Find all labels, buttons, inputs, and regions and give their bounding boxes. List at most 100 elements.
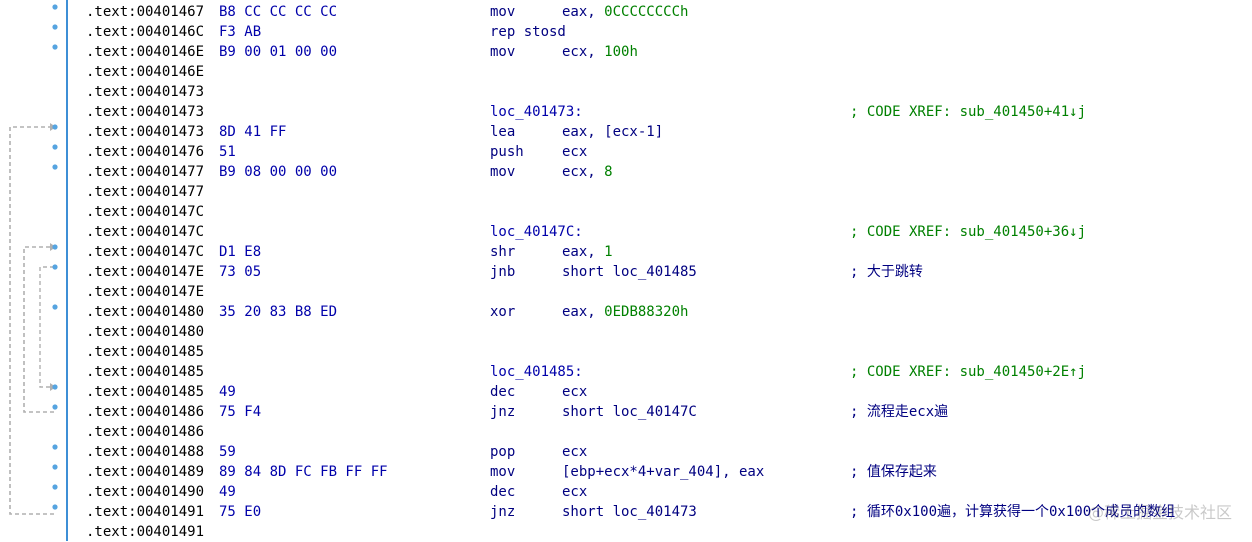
code-label[interactable]: loc_40147C:	[490, 224, 583, 240]
xref-comment[interactable]: ; CODE XREF: sub_401450+36↓j	[850, 224, 1087, 240]
listing-row[interactable]: .text:0040147E	[86, 282, 1252, 302]
address[interactable]: .text:0040147C	[86, 244, 205, 260]
opcode-bytes[interactable]: 75 E0	[219, 504, 262, 520]
operand-text[interactable]: ecx	[562, 384, 588, 400]
address[interactable]: .text:0040146E	[86, 44, 205, 60]
operand-text[interactable]: ecx	[562, 444, 588, 460]
address[interactable]: .text:00401477	[86, 184, 205, 200]
operand-text[interactable]: eax, [ecx-1]	[562, 124, 664, 140]
operands[interactable]: ecx	[562, 442, 587, 462]
operand-text[interactable]: ecx	[562, 484, 588, 500]
address[interactable]: .text:00401485	[86, 364, 205, 380]
address[interactable]: .text:00401473	[86, 84, 205, 100]
operands[interactable]: ecx	[562, 382, 587, 402]
opcode-bytes[interactable]: 75 F4	[219, 404, 262, 420]
comment[interactable]: ; 循环0x100遍，计算获得一个0x100个成员的数组	[850, 504, 1176, 520]
address[interactable]: .text:00401486	[86, 424, 205, 440]
mnemonic[interactable]: shr	[490, 244, 516, 260]
opcode-bytes[interactable]: D1 E8	[219, 244, 262, 260]
listing-row[interactable]: .text:00401486	[86, 422, 1252, 442]
listing-row[interactable]: .text:00401477	[86, 182, 1252, 202]
address[interactable]: .text:00401486	[86, 404, 205, 420]
mnemonic[interactable]: mov	[490, 44, 516, 60]
address[interactable]: .text:0040146C	[86, 24, 205, 40]
address[interactable]: .text:00401491	[86, 524, 205, 540]
immediate-value[interactable]: 1	[604, 244, 613, 260]
mnemonic[interactable]: jnz	[490, 504, 516, 520]
listing-row[interactable]: .text:00401485	[86, 342, 1252, 362]
address[interactable]: .text:0040147C	[86, 204, 205, 220]
address[interactable]: .text:00401480	[86, 304, 205, 320]
address[interactable]: .text:00401476	[86, 144, 205, 160]
mnemonic[interactable]: pop	[490, 444, 516, 460]
mnemonic[interactable]: jnb	[490, 264, 516, 280]
address[interactable]: .text:00401477	[86, 164, 205, 180]
mnemonic[interactable]: dec	[490, 384, 516, 400]
address[interactable]: .text:00401489	[86, 464, 205, 480]
operand-text[interactable]: eax,	[562, 304, 605, 320]
opcode-bytes[interactable]: 35 20 83 B8 ED	[219, 304, 338, 320]
address[interactable]: .text:00401473	[86, 104, 205, 120]
listing-row[interactable]: .text:0040146E	[86, 62, 1252, 82]
immediate-value[interactable]: 100h	[604, 44, 638, 60]
comment[interactable]: ; 流程走ecx遍	[850, 404, 949, 420]
operand-text[interactable]: eax,	[562, 4, 605, 20]
address[interactable]: .text:00401485	[86, 344, 205, 360]
operand-text[interactable]: ecx,	[562, 164, 605, 180]
comment[interactable]: ; 大于跳转	[850, 264, 923, 280]
listing-row[interactable]: .text:00401473 8D 41 FF lea eax, [ecx-1]	[86, 122, 1252, 142]
comment[interactable]: ; 值保存起来	[850, 464, 937, 480]
opcode-bytes[interactable]: B9 00 01 00 00	[219, 44, 338, 60]
operands[interactable]: [ebp+ecx*4+var_404], eax	[562, 462, 764, 482]
operand-text[interactable]: short loc_40147C	[562, 404, 697, 420]
operands[interactable]: ecx	[562, 482, 587, 502]
address[interactable]: .text:0040146E	[86, 64, 205, 80]
listing-row[interactable]: .text:00401480	[86, 322, 1252, 342]
operand-text[interactable]: ecx,	[562, 44, 605, 60]
listing-row[interactable]: .text:00401486 75 F4 jnz short loc_40147C ; …	[86, 402, 1252, 422]
operands[interactable]: eax, 0CCCCCCCCh	[562, 2, 688, 22]
address[interactable]: .text:00401467	[86, 4, 205, 20]
address[interactable]: .text:00401480	[86, 324, 205, 340]
xref-comment[interactable]: ; CODE XREF: sub_401450+41↓j	[850, 104, 1087, 120]
listing-row[interactable]: .text:0040147C loc_40147C: ; CODE XREF: su…	[86, 222, 1252, 242]
mnemonic[interactable]: lea	[490, 124, 516, 140]
opcode-bytes[interactable]: B9 08 00 00 00	[219, 164, 338, 180]
opcode-bytes[interactable]: 49	[219, 384, 236, 400]
operands[interactable]: ecx, 8	[562, 162, 613, 182]
immediate-value[interactable]: 0EDB88320h	[604, 304, 689, 320]
address[interactable]: .text:00401473	[86, 124, 205, 140]
mnemonic[interactable]: jnz	[490, 404, 516, 420]
address[interactable]: .text:0040147C	[86, 224, 205, 240]
operand-text[interactable]: [ebp+ecx*4+var_404], eax	[562, 464, 765, 480]
listing-row[interactable]: .text:0040147C D1 E8 shr eax, 1	[86, 242, 1252, 262]
code-label[interactable]: loc_401473:	[490, 104, 583, 120]
operand-text[interactable]: short loc_401473	[562, 504, 697, 520]
opcode-bytes[interactable]: 73 05	[219, 264, 262, 280]
operand-text[interactable]: short loc_401485	[562, 264, 697, 280]
opcode-bytes[interactable]: 8D 41 FF	[219, 124, 287, 140]
address[interactable]: .text:00401488	[86, 444, 205, 460]
operand-text[interactable]: eax,	[562, 244, 605, 260]
opcode-bytes[interactable]: B8 CC CC CC CC	[219, 4, 338, 20]
address[interactable]: .text:00401490	[86, 484, 205, 500]
listing-row[interactable]: .text:00401480 35 20 83 B8 ED xor eax, 0EDB…	[86, 302, 1252, 322]
listing-row[interactable]: .text:00401473	[86, 82, 1252, 102]
mnemonic[interactable]: mov	[490, 4, 516, 20]
mnemonic[interactable]: xor	[490, 304, 516, 320]
listing-row[interactable]: .text:00401473 loc_401473: ; CODE XREF: su…	[86, 102, 1252, 122]
operands[interactable]: eax, [ecx-1]	[562, 122, 663, 142]
listing-row[interactable]: .text:0040147C	[86, 202, 1252, 222]
code-label[interactable]: loc_401485:	[490, 364, 583, 380]
immediate-value[interactable]: 0CCCCCCCCh	[604, 4, 689, 20]
